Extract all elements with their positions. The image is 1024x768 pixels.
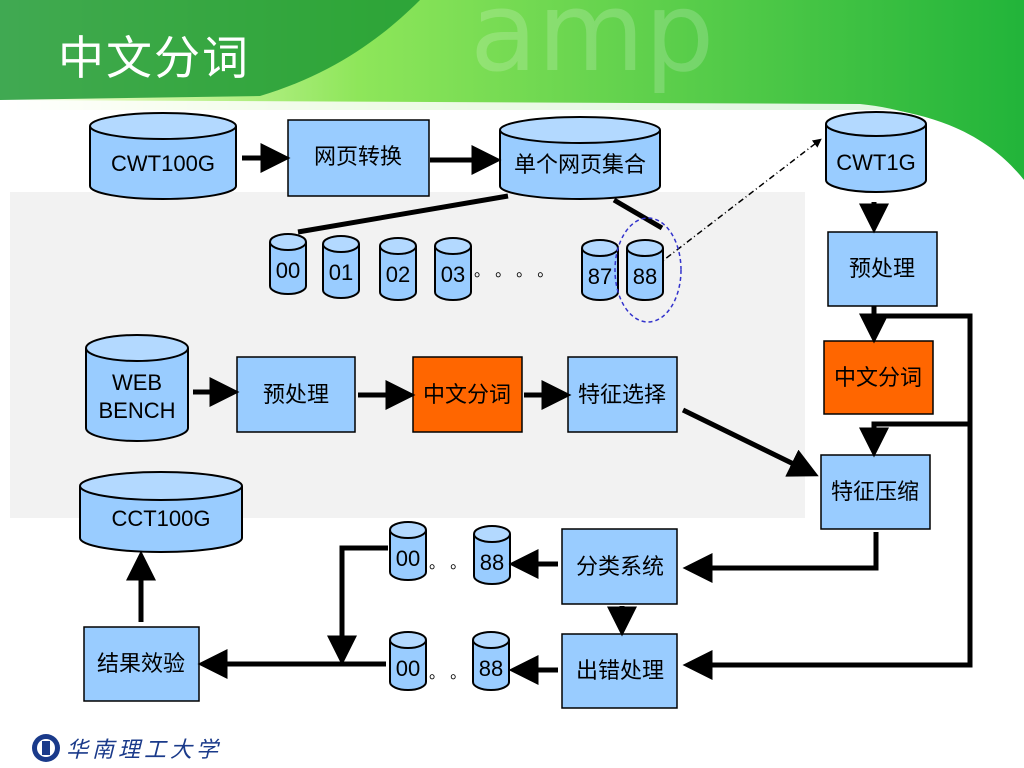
partition-00: 00 <box>269 233 307 295</box>
partition-87-label: 87 <box>588 264 612 289</box>
classify-label: 分类系统 <box>576 554 664 579</box>
feature-compress-box: 特征压缩 <box>820 454 931 530</box>
error-output-ellipsis: 。 。 <box>429 663 466 682</box>
partition-02-label: 02 <box>386 262 410 287</box>
cwt100g-label: CWT100G <box>111 151 215 176</box>
webbench-label-1: WEB <box>112 370 162 395</box>
cwt1g-label: CWT1G <box>836 150 915 175</box>
line-collection-to-partitions <box>297 193 509 235</box>
arrow-select-to-compress <box>681 407 819 477</box>
preprocess-box-middle: 预处理 <box>236 356 356 433</box>
cwt100g-cylinder: CWT100G <box>89 112 237 200</box>
error-output-88: 88 <box>472 631 510 691</box>
evaluate-label: 结果效验 <box>97 651 185 676</box>
segmentation-box-right: 中文分词 <box>823 340 934 415</box>
dashdot-arrow-88-to-cwt1g <box>655 138 822 267</box>
partition-02: 02 <box>379 237 417 301</box>
partition-88-label: 88 <box>633 264 657 289</box>
error-output-00-label: 00 <box>396 656 420 681</box>
error-output-00: 00 <box>389 631 427 691</box>
cct100g-cylinder: CCT100G <box>79 471 243 553</box>
preprocess-label-middle: 预处理 <box>263 382 329 407</box>
highlight-88-circle <box>614 217 682 323</box>
webbench-label-2: BENCH <box>98 398 175 423</box>
evaluate-box: 结果效验 <box>83 626 200 702</box>
error-output-88-label: 88 <box>479 656 503 681</box>
partition-03: 03 <box>434 237 472 301</box>
bypass-arrow-to-error-handle <box>682 313 973 680</box>
classify-box: 分类系统 <box>561 528 678 605</box>
webbench-cylinder: WEB BENCH <box>85 334 189 442</box>
watermark-text: amp <box>470 0 714 96</box>
error-handle-box: 出错处理 <box>561 633 678 709</box>
preprocess-label-right: 预处理 <box>849 256 915 281</box>
single-collection-label: 单个网页集合 <box>514 152 646 177</box>
feature-select-box: 特征选择 <box>567 356 678 433</box>
partition-01: 01 <box>322 235 360 299</box>
cwt1g-cylinder: CWT1G <box>825 111 927 193</box>
segmentation-label-right: 中文分词 <box>834 365 922 390</box>
single-collection-cylinder: 单个网页集合 <box>499 116 661 200</box>
classify-output-ellipsis: 。 。 <box>429 553 466 572</box>
page-title: 中文分词 <box>58 31 250 85</box>
partition-01-label: 01 <box>329 260 353 285</box>
arrow-compress-to-classify <box>682 532 879 583</box>
arrow-into-feature-compress <box>859 421 970 458</box>
preprocess-box-right: 预处理 <box>827 231 938 307</box>
university-name: 华南理工大学 <box>66 738 223 763</box>
error-handle-label: 出错处理 <box>576 658 664 683</box>
classify-output-00: 00 <box>389 521 427 581</box>
partition-88: 88 <box>626 239 664 301</box>
feature-compress-label: 特征压缩 <box>831 479 919 504</box>
partition-00-label: 00 <box>276 258 300 283</box>
arrow-classify-outputs-down <box>327 545 388 666</box>
header-band: amp <box>0 0 1024 196</box>
convert-label: 网页转换 <box>314 144 402 169</box>
partition-ellipsis: 。 。 。 。 <box>474 261 553 280</box>
cct100g-label: CCT100G <box>111 506 210 531</box>
feature-select-label: 特征选择 <box>578 382 666 407</box>
classify-output-88-label: 88 <box>480 550 504 575</box>
classify-output-88: 88 <box>473 525 511 585</box>
line-collection-to-88 <box>612 197 664 231</box>
classify-output-00-label: 00 <box>396 546 420 571</box>
partition-87: 87 <box>581 239 619 301</box>
segmentation-label-middle: 中文分词 <box>423 382 511 407</box>
segmentation-box-middle: 中文分词 <box>412 356 523 433</box>
partition-03-label: 03 <box>441 262 465 287</box>
university-emblem-icon <box>32 734 60 762</box>
convert-box: 网页转换 <box>287 119 430 197</box>
